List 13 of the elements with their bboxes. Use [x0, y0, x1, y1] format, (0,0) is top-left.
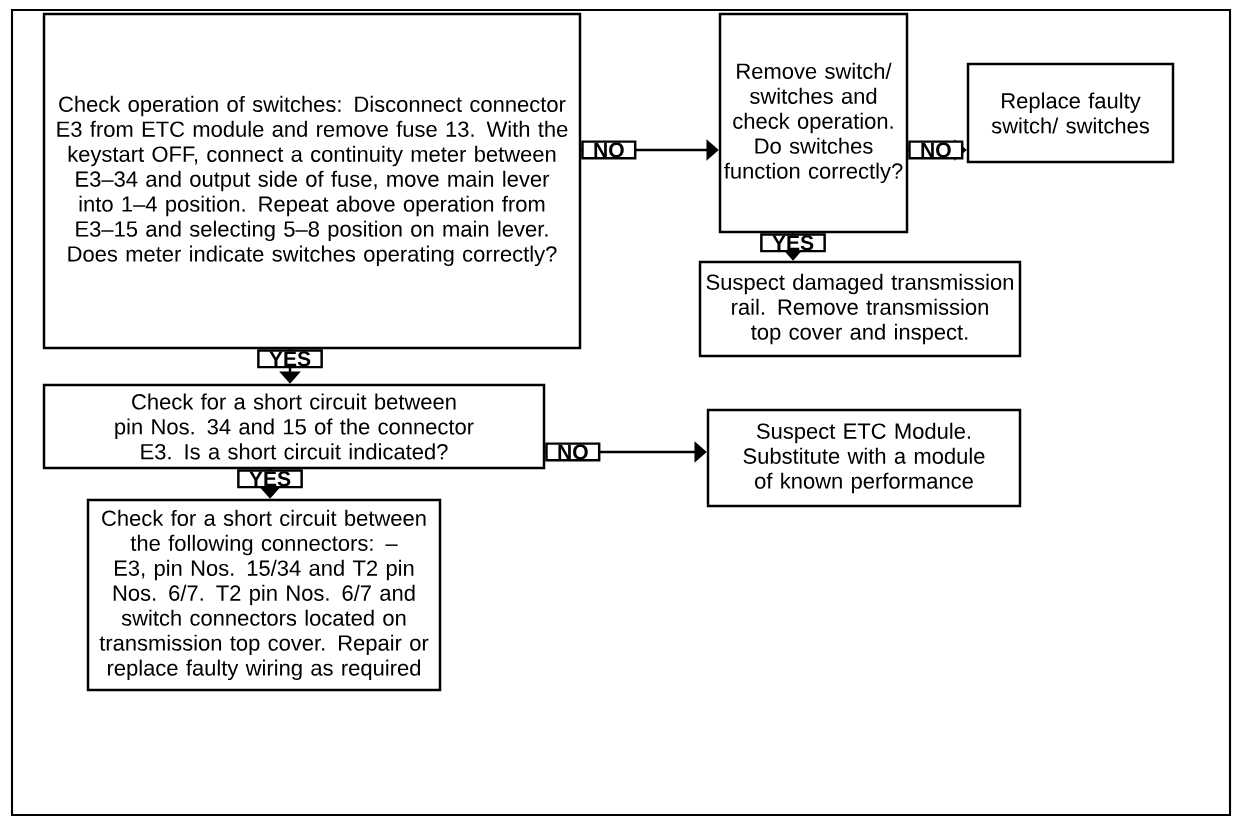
edge-label: YES	[257, 349, 323, 369]
edge-label: NO	[908, 140, 964, 160]
edge-label: NO	[581, 140, 637, 160]
edge-label: YES	[760, 233, 826, 253]
process-box: Suspect ETC Module. Substitute with a module of known performance	[706, 408, 1022, 508]
process-box: Suspect damaged transmission rail. Remove transmission top cover and inspect.	[698, 260, 1022, 358]
process-box: Remove switch/ switches and check operation. Do switches function correctly?	[718, 12, 909, 234]
edge-label: NO	[545, 442, 601, 462]
edge-label: YES	[237, 469, 303, 489]
process-box: Check for a short circuit between the following connectors: – E3, pin Nos. 15/34 and T2 pin Nos. 6/7. T2 pin Nos. 6/7 and switch connectors located on transmission top cover. Repair or replace faulty wiring as required	[86, 498, 442, 692]
process-box: Replace faulty switch/ switches	[966, 62, 1175, 164]
process-box: Check operation of switches: Disconnect connector E3 from ETC module and remove fuse 13. With the keystart OFF, connect a continuity meter between E3–34 and output side of fuse, move main lever into 1–4 position. Repeat above operation from E3–15 and selecting 5–8 position on main lever. Does meter indicate switches operating correctly?	[42, 12, 582, 350]
process-box: Check for a short circuit between pin Nos. 34 and 15 of the connector E3. Is a short circuit indicated?	[42, 383, 546, 470]
